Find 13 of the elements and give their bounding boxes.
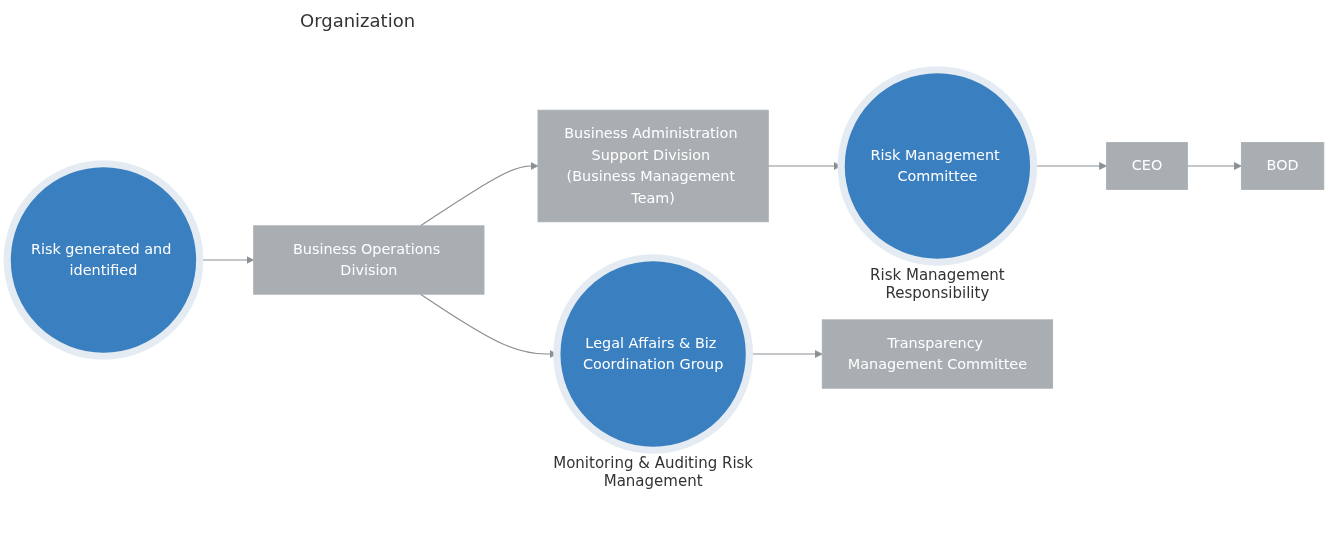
node-circle: Risk Management Committee [837,66,1038,266]
arrow [419,162,539,227]
arrow [1186,162,1242,170]
node-circle: Risk generated and identified [3,160,204,360]
node-box: Transparency Management Committee [821,319,1054,389]
node-box: BOD [1240,142,1325,190]
heading-label: Organization [300,10,416,31]
node-caption: Risk Management Responsibility [869,266,1006,303]
node-box: CEO [1106,142,1188,190]
node-circle: Legal Affairs & Biz Coordination Group [553,254,753,454]
node-box: Business Administration Support Division (Business Management Team) [537,109,769,223]
node-caption: Monitoring & Auditing Risk Management [552,454,755,491]
node-box: Business Operations Division [253,225,485,295]
